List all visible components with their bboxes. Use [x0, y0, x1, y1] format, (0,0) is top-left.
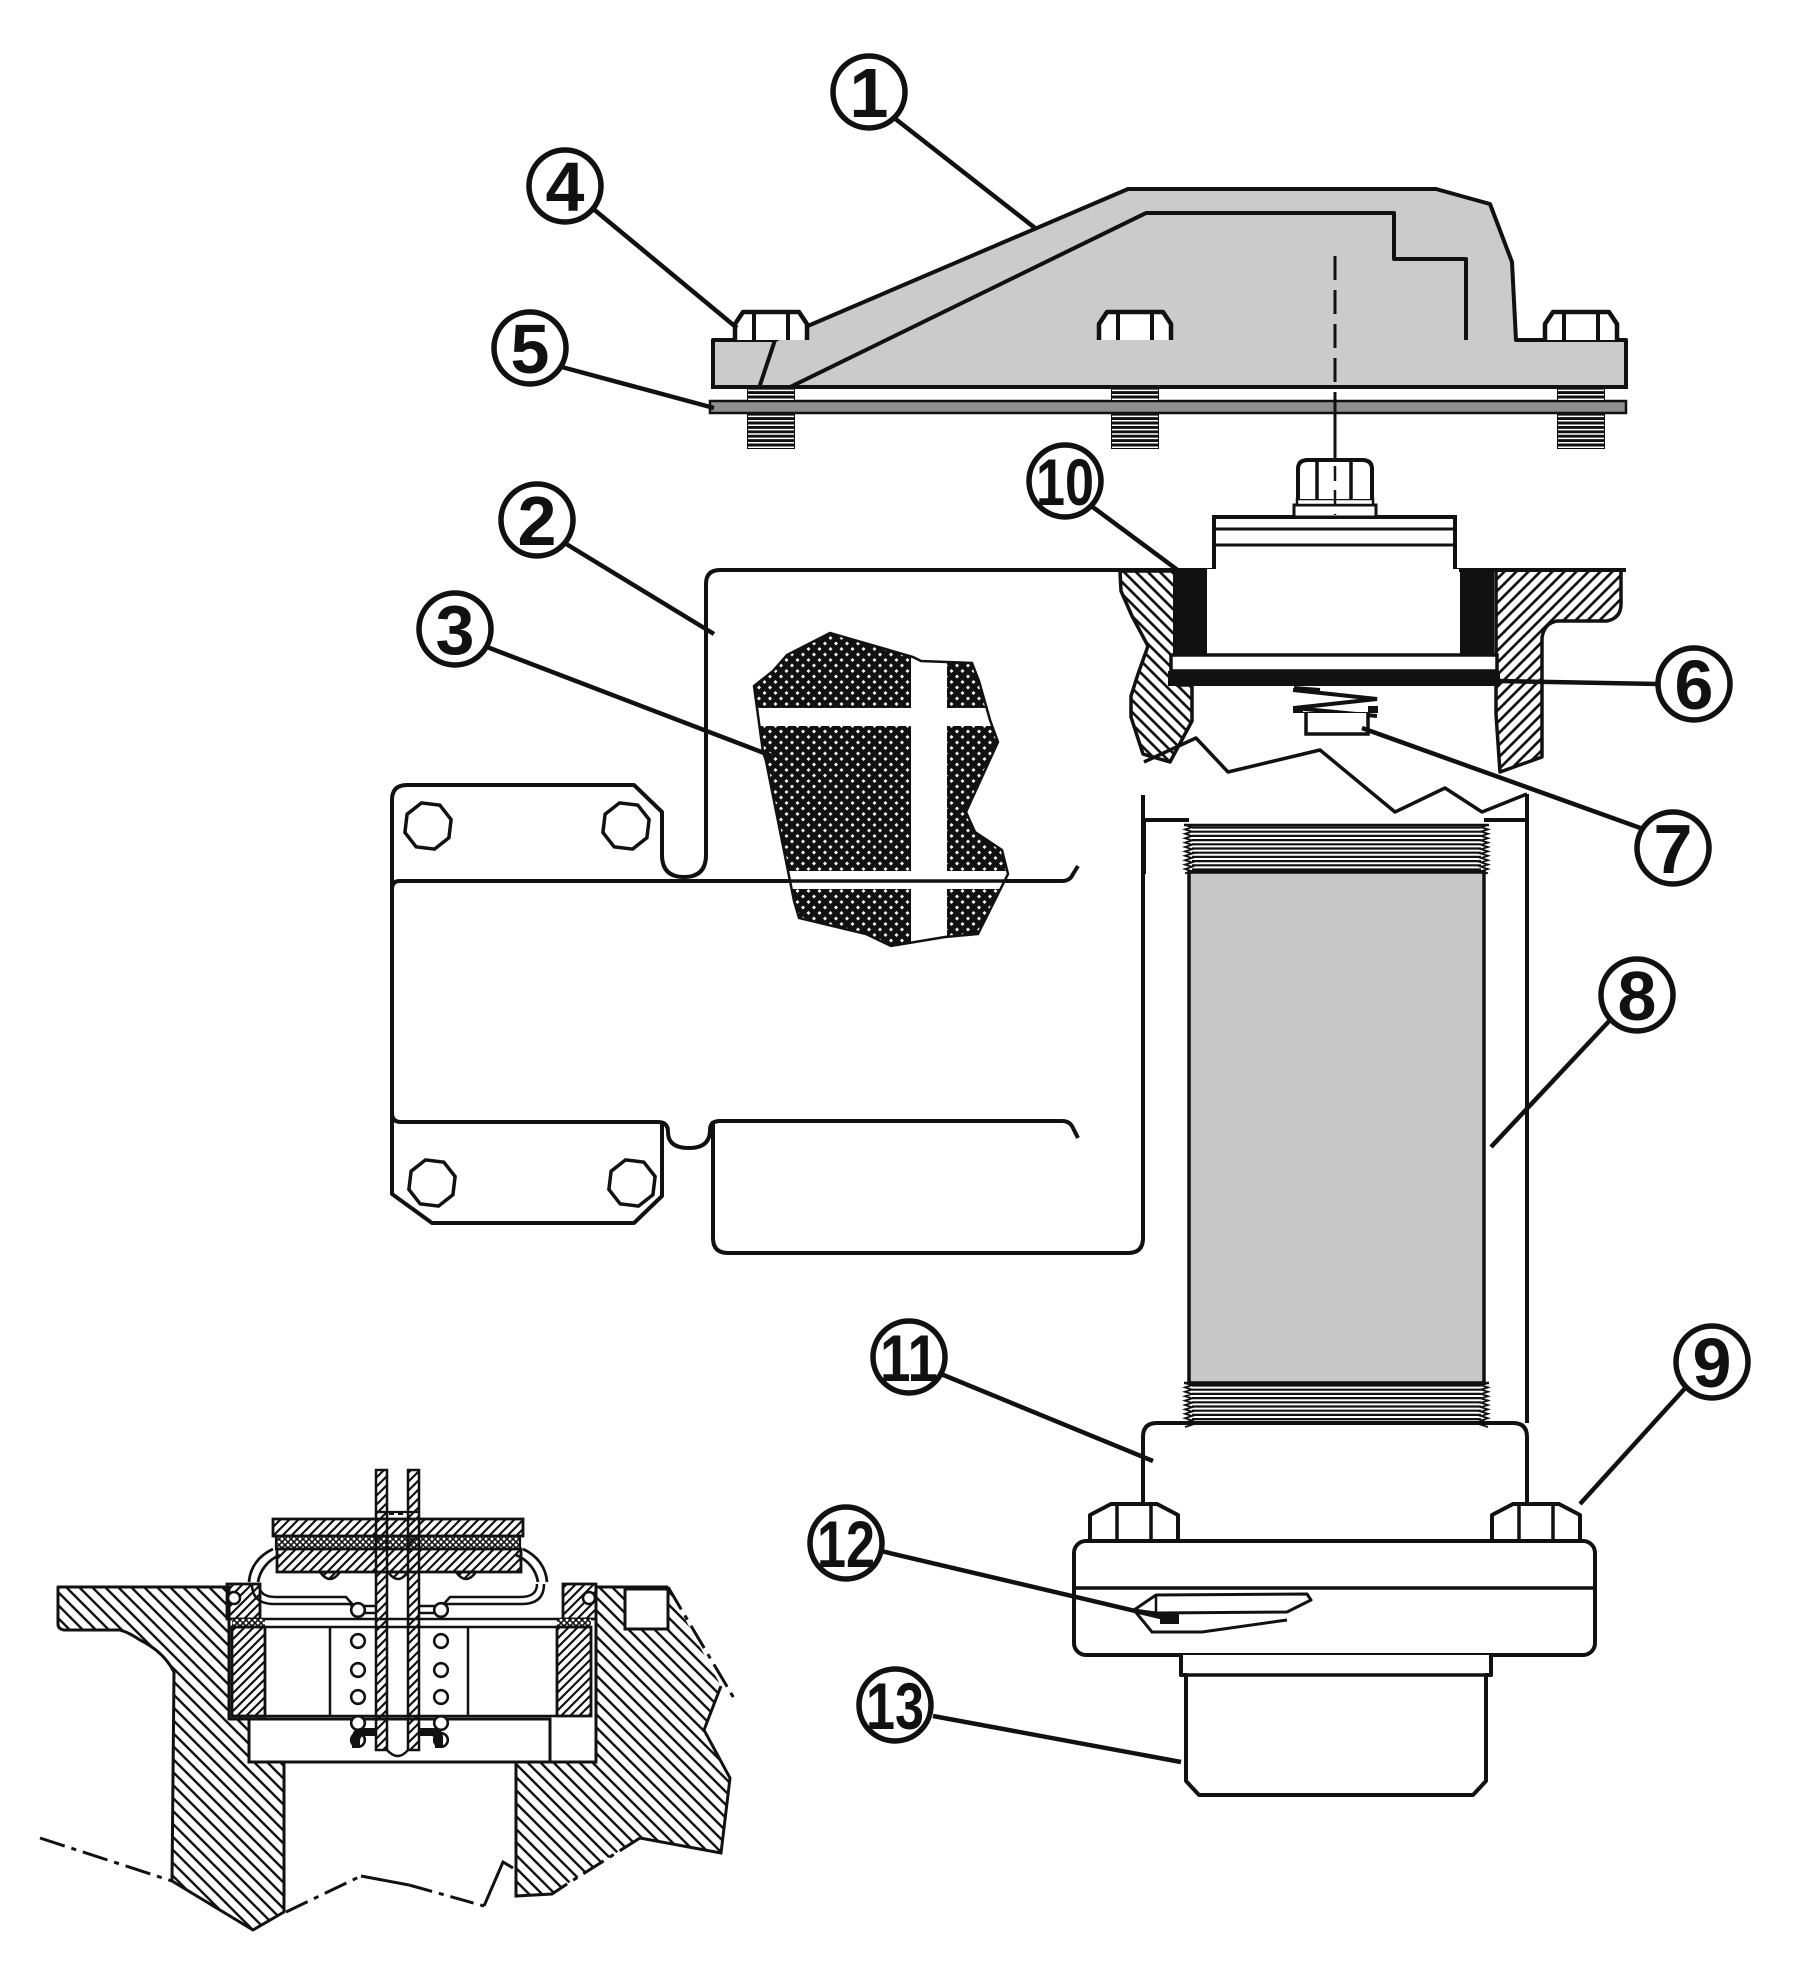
svg-text:2: 2: [518, 482, 557, 560]
svg-text:4: 4: [546, 148, 585, 226]
svg-text:9: 9: [1693, 1324, 1732, 1402]
svg-text:3: 3: [436, 591, 475, 669]
svg-text:7: 7: [1654, 810, 1693, 888]
svg-text:12: 12: [817, 1507, 875, 1581]
svg-text:8: 8: [1618, 957, 1657, 1035]
svg-text:1: 1: [850, 54, 889, 132]
svg-text:10: 10: [1036, 445, 1094, 519]
svg-text:11: 11: [880, 1321, 938, 1395]
svg-text:13: 13: [866, 1669, 924, 1743]
svg-text:6: 6: [1675, 646, 1714, 724]
svg-text:5: 5: [511, 310, 550, 388]
